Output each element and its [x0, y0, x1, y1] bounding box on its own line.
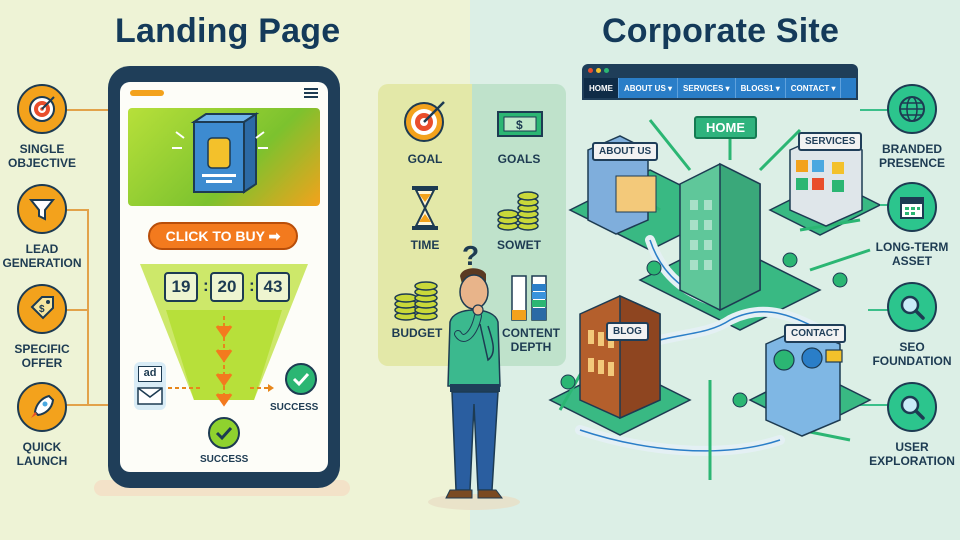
- click-to-buy-button[interactable]: CLICK TO BUY ➡: [148, 222, 298, 250]
- timer-hours: 19: [164, 272, 198, 302]
- checkmark-icon: [285, 363, 317, 395]
- site-map-home-label: HOME: [694, 116, 757, 139]
- rocket-icon: [17, 382, 67, 432]
- timer-seconds: 43: [256, 272, 290, 302]
- corporate-site-title: Corporate Site: [602, 12, 840, 50]
- phone-screen: CLICK TO BUY ➡ 19 : 20 : 43 ad SUCCESS S…: [120, 82, 328, 472]
- ad-badge: ad: [134, 362, 166, 410]
- feature-label: LONG-TERM ASSET: [875, 240, 949, 268]
- svg-text:$: $: [39, 304, 45, 315]
- coins-icon: [394, 281, 438, 321]
- success-label-right: SUCCESS: [270, 402, 319, 413]
- comparison-label-time: TIME: [410, 238, 440, 252]
- feature-label: USER EXPLORATION: [869, 440, 955, 468]
- magnifier-icon: [887, 282, 937, 332]
- feature-label: SEO FOUNDATION: [872, 340, 952, 368]
- feature-lead-generation: LEAD GENERATION: [0, 184, 90, 270]
- feature-label: SPECIFIC OFFER: [14, 342, 70, 370]
- site-navigation-bar: HOME ABOUT US ▾ SERVICES ▾ BLOGS1 ▾ CONT…: [584, 78, 856, 98]
- comparison-label-goals: GOALS: [497, 152, 541, 166]
- nav-item-services[interactable]: SERVICES ▾: [678, 78, 736, 98]
- site-map-illustration: [548, 119, 880, 480]
- success-label-bottom: SUCCESS: [200, 454, 249, 465]
- site-map-about-label: ABOUT US: [592, 142, 659, 161]
- funnel-icon: [17, 184, 67, 234]
- target-icon: [17, 84, 67, 134]
- comparison-label-goal: GOAL: [407, 152, 443, 166]
- nav-item-blogs[interactable]: BLOGS1 ▾: [736, 78, 786, 98]
- feature-label: QUICK LAUNCH: [16, 440, 68, 468]
- timer-colon: :: [203, 276, 209, 295]
- site-map-blog-label: BLOG: [606, 322, 649, 341]
- price-tag-icon: $: [17, 284, 67, 334]
- checkmark-icon: [208, 417, 240, 449]
- coins-icon: [497, 191, 539, 231]
- magnifier-icon: [887, 382, 937, 432]
- browser-dot-green: [604, 68, 609, 73]
- feature-label: SINGLE OBJECTIVE: [7, 142, 76, 170]
- timer-minutes: 20: [210, 272, 244, 302]
- svg-text:$: $: [516, 118, 523, 132]
- feature-seo-foundation: SEO FOUNDATION: [864, 282, 960, 368]
- feature-specific-offer: $ SPECIFIC OFFER: [0, 284, 90, 370]
- feature-label: BRANDED PRESENCE: [878, 142, 946, 170]
- nav-item-contact[interactable]: CONTACT ▾: [786, 78, 842, 98]
- landing-page-title: Landing Page: [115, 12, 341, 50]
- timer-colon: :: [249, 276, 255, 295]
- feature-label: LEAD GENERATION: [2, 242, 82, 270]
- banknote-icon: $: [497, 111, 543, 137]
- target-icon: [404, 101, 445, 142]
- browser-dot-yellow: [596, 68, 601, 73]
- thinking-person-illustration: [428, 268, 520, 510]
- feature-branded-presence: BRANDED PRESENCE: [864, 84, 960, 170]
- site-map-services-label: SERVICES: [798, 132, 863, 151]
- calendar-icon: [887, 182, 937, 232]
- site-map-contact-label: CONTACT: [784, 324, 847, 343]
- feature-quick-launch: QUICK LAUNCH: [0, 382, 90, 468]
- feature-single-objective: SINGLE OBJECTIVE: [0, 84, 90, 170]
- question-mark: ?: [462, 240, 480, 271]
- nav-item-about-us[interactable]: ABOUT US ▾: [619, 78, 679, 98]
- comparison-label-budget: BUDGET: [391, 326, 443, 340]
- bar-chart-icon: [511, 275, 547, 321]
- ad-label: ad: [138, 366, 162, 382]
- envelope-icon: [137, 387, 163, 405]
- feature-long-term-asset: LONG-TERM ASSET: [864, 182, 960, 268]
- hamburger-menu-icon[interactable]: [304, 88, 318, 98]
- hero-image: [128, 108, 320, 206]
- logo-bar: [130, 90, 164, 96]
- comparison-label-content-depth: CONTENT DEPTH: [502, 326, 560, 354]
- hourglass-icon: [412, 186, 438, 230]
- product-box-icon: [172, 112, 268, 194]
- globe-icon: [887, 84, 937, 134]
- comparison-label-sowet: SOWET: [497, 238, 541, 252]
- nav-item-home[interactable]: HOME: [584, 78, 619, 98]
- feature-user-exploration: USER EXPLORATION: [864, 382, 960, 468]
- browser-dot-red: [588, 68, 593, 73]
- phone-mockup: CLICK TO BUY ➡ 19 : 20 : 43 ad SUCCESS S…: [108, 66, 340, 488]
